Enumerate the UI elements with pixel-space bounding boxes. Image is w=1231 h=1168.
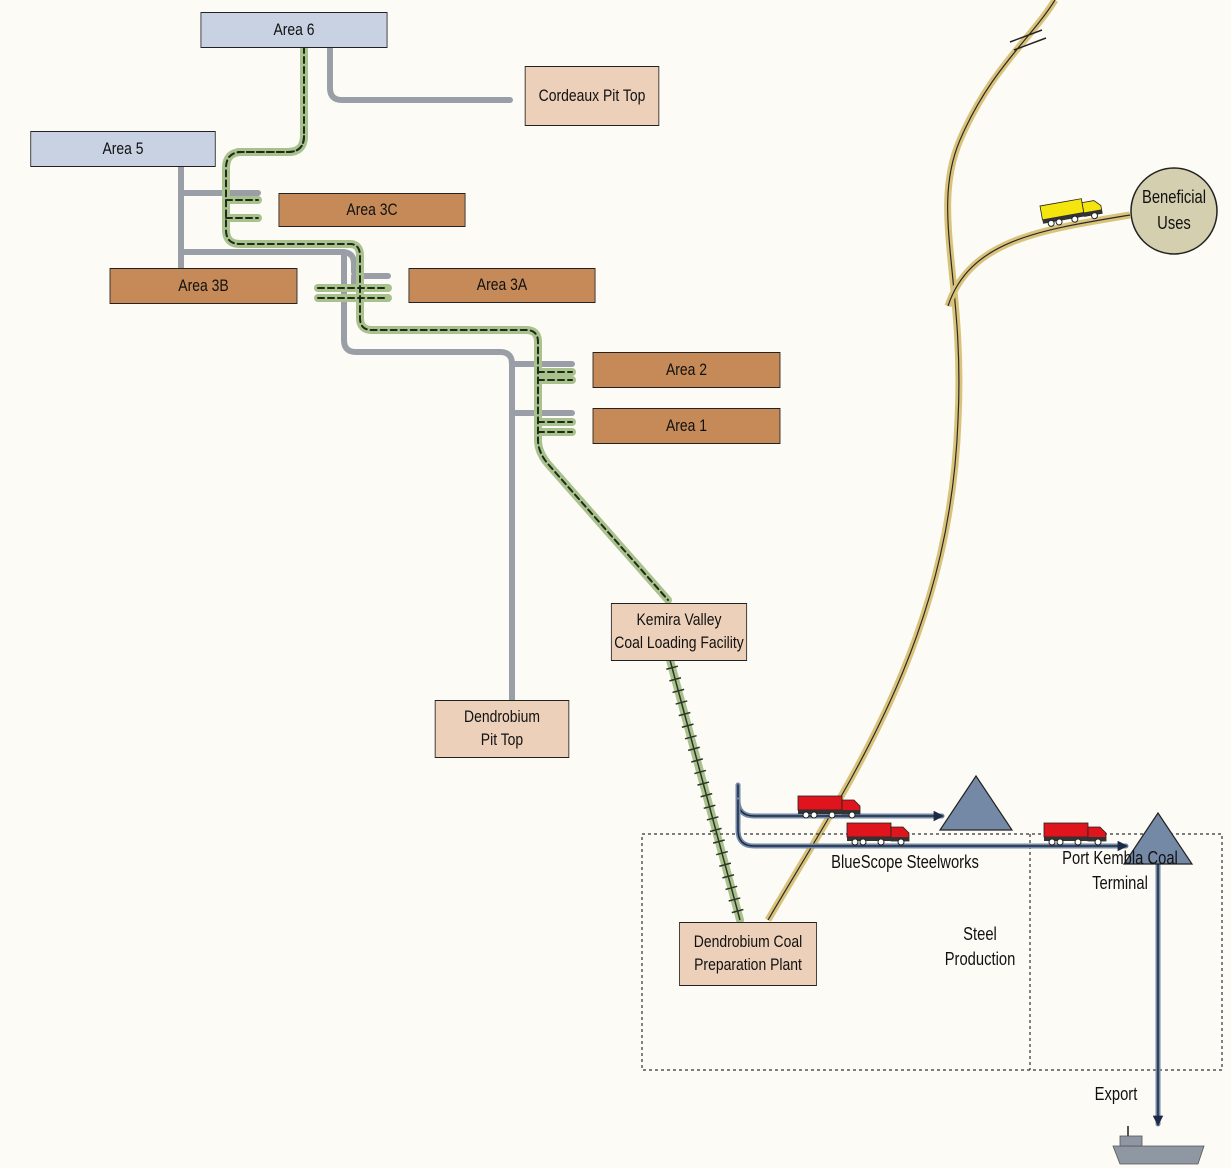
area-5-box: Area 5 — [30, 131, 216, 167]
kemira-valley-box: Kemira Valley Coal Loading Facility — [610, 603, 748, 661]
steel-production-triangle — [938, 774, 1014, 831]
port-kembla-zone-label: Port Kembla Coal Terminal — [1062, 848, 1178, 894]
area-3a-label: Area 3A — [476, 275, 528, 295]
export-triangle — [1122, 811, 1194, 865]
dendrobium-pit-top-box: Dendrobium Pit Top — [434, 700, 570, 758]
cordeaux-pit-top-label: Cordeaux Pit Top — [538, 85, 646, 105]
rail-tie — [697, 781, 710, 786]
rail-tie — [700, 792, 713, 798]
beneficial-uses-label: Beneficial Uses — [1141, 187, 1206, 234]
rail-tie — [722, 874, 735, 879]
rail-line — [666, 656, 744, 924]
rail-tie — [687, 746, 700, 752]
area-3b-label: Area 3B — [178, 275, 229, 295]
rail-tie — [678, 711, 691, 717]
rail-tie — [666, 665, 679, 671]
rail-tie — [684, 734, 697, 740]
prep-plant-label: Dendrobium Coal Preparation Plant — [693, 932, 803, 974]
area-6-label: Area 6 — [273, 19, 315, 39]
truck-red-icon — [1043, 822, 1107, 846]
beneficial-uses-circle — [1130, 167, 1218, 255]
area-3c-label: Area 3C — [346, 199, 398, 219]
rail-tie — [728, 897, 741, 902]
kemira-valley-label: Kemira Valley Coal Loading Facility — [614, 610, 744, 652]
truck-red-icon — [846, 822, 910, 846]
prep-plant-box: Dendrobium Coal Preparation Plant — [679, 922, 817, 986]
ship-icon — [1112, 1126, 1205, 1165]
area-3a-box: Area 3A — [408, 268, 596, 303]
rail-tie — [669, 677, 682, 682]
steel-production-label: Steel Production — [944, 924, 1016, 970]
rail-tie — [691, 758, 704, 763]
area-6-box: Area 6 — [200, 12, 388, 48]
truck-yellow-icon — [1039, 198, 1103, 227]
cordeaux-pit-top-box: Cordeaux Pit Top — [524, 66, 660, 126]
green-dashed-links — [222, 43, 672, 604]
area-3c-box: Area 3C — [278, 193, 466, 227]
bluescope-zone-label: BlueScope Steelworks — [831, 852, 979, 872]
export-label: Export — [1094, 1084, 1138, 1104]
rail-tie — [709, 827, 722, 833]
dendrobium-pit-top-label: Dendrobium Pit Top — [464, 707, 540, 749]
road-lines — [764, 0, 1131, 922]
rail-tie — [716, 850, 728, 856]
area-1-label: Area 1 — [665, 415, 708, 435]
area-1-box: Area 1 — [592, 408, 781, 444]
grey-links — [178, 44, 575, 703]
truck-red-icon — [797, 795, 861, 819]
rail-tie — [681, 723, 694, 728]
area-3b-box: Area 3B — [109, 268, 298, 304]
haul-routes — [735, 782, 1164, 1127]
rail-tie — [672, 688, 685, 694]
rail-tie — [725, 885, 738, 891]
rail-tie — [706, 816, 719, 821]
region-boxes — [641, 833, 1223, 1071]
rail-tie — [712, 839, 725, 844]
break-mark-icon — [1009, 29, 1047, 51]
area-2-box: Area 2 — [592, 352, 781, 388]
rail-tie — [719, 862, 732, 867]
area-2-label: Area 2 — [665, 359, 708, 379]
rail-tie — [703, 804, 716, 810]
area-5-label: Area 5 — [102, 138, 144, 158]
rail-tie — [731, 908, 744, 914]
rail-tie — [694, 769, 707, 775]
rail-tie — [675, 700, 688, 705]
